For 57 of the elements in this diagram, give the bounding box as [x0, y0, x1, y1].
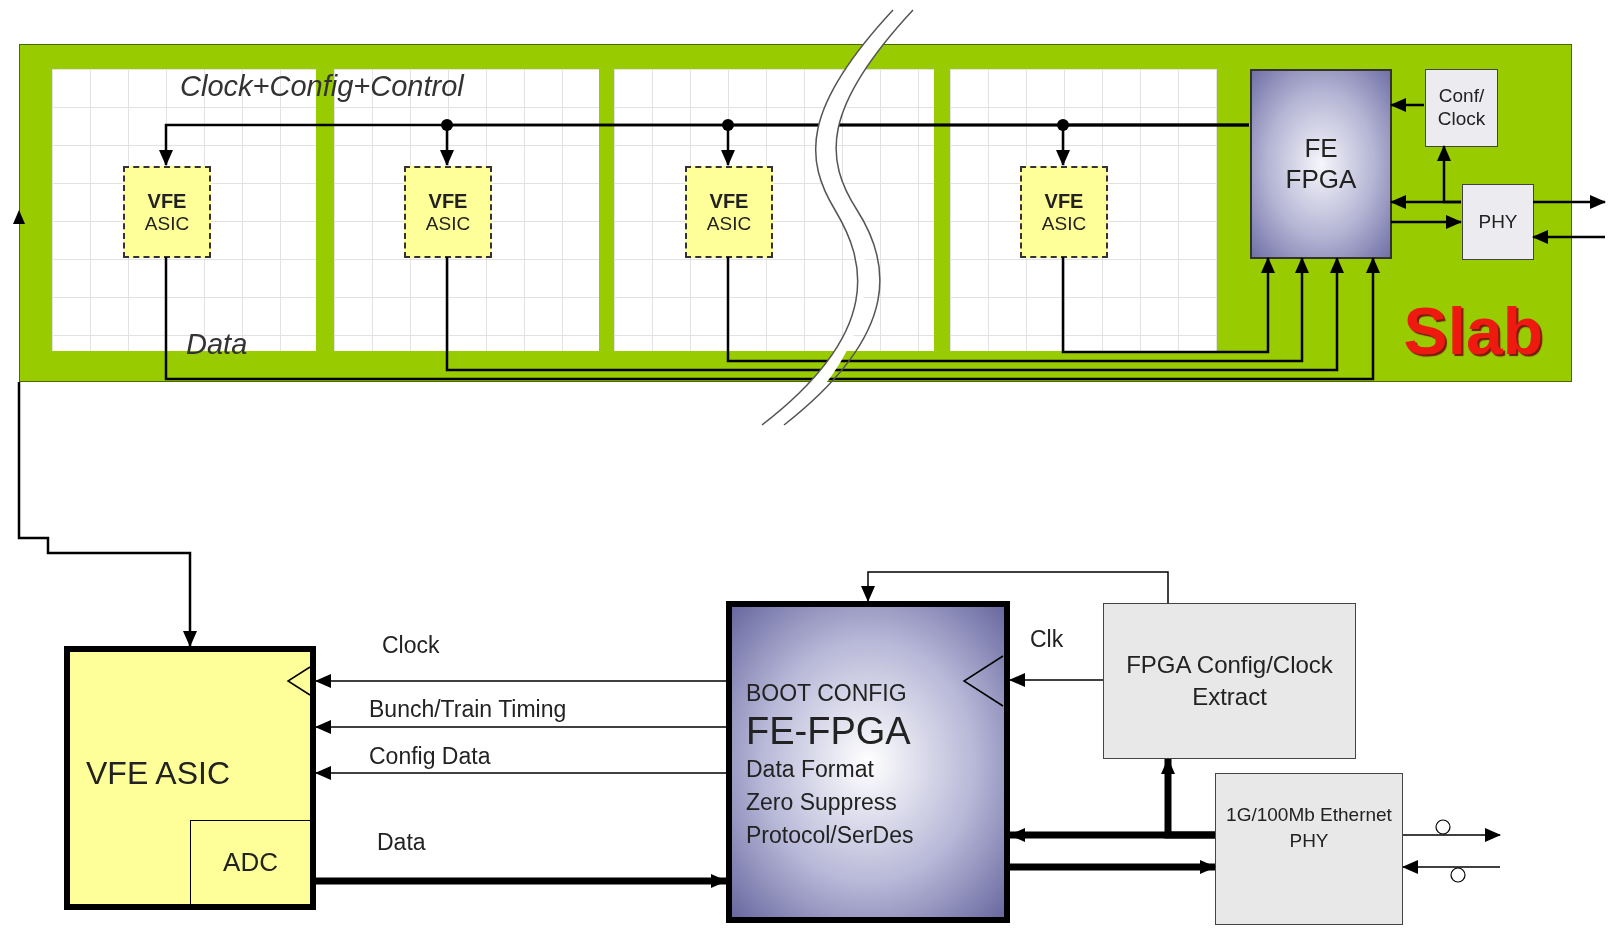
arrow [1161, 758, 1215, 839]
node-label: Conf/ Clock [1436, 85, 1487, 131]
arrow [1391, 215, 1462, 229]
node-label: BOOT CONFIG [746, 679, 907, 708]
arrow [1402, 860, 1501, 874]
arrow [1402, 828, 1501, 842]
node-label: FE [1304, 132, 1338, 164]
arrow [1061, 257, 1275, 354]
node-label: Slab [1403, 292, 1543, 370]
node-label: FPGA Config/Clock Extract [1125, 649, 1334, 712]
node-label: ADC [223, 846, 278, 879]
node-label: Zero Suppress [746, 788, 897, 817]
slab-board [19, 44, 1572, 382]
arrow [1009, 673, 1104, 687]
node-label: PHY [1478, 210, 1518, 234]
node-label: VFE [1044, 188, 1084, 213]
arrow [1533, 195, 1606, 209]
arrow [164, 257, 1380, 381]
node-label: FE-FPGA [746, 709, 911, 754]
arrow [1390, 98, 1424, 112]
asic-chip [685, 166, 773, 258]
node-label: Data Format [746, 755, 874, 785]
node-label: FPGA [1285, 164, 1357, 196]
node-label: VFE ASIC [86, 753, 232, 793]
arrow [17, 382, 197, 647]
fpga-chip [1250, 69, 1392, 259]
asic-chip [1020, 166, 1108, 258]
node-label: ASIC [144, 212, 190, 236]
arrow [1010, 860, 1216, 874]
node-label: VFE [147, 188, 187, 213]
arrow [1056, 123, 1249, 166]
config-block [1103, 603, 1356, 759]
node-label: Protocol/SerDes [746, 820, 914, 850]
arrow [315, 766, 727, 780]
arrow [315, 674, 727, 688]
node-label: VFE [428, 188, 468, 213]
arrow [861, 571, 1169, 604]
node-label: 1G/100Mb Ethernet PHY [1225, 803, 1393, 853]
asic-chip [123, 166, 211, 258]
node-label: ASIC [425, 212, 471, 236]
fpga-block [726, 601, 1010, 923]
arrow [726, 257, 1309, 363]
node-label: ASIC [706, 212, 752, 236]
arrow [1532, 230, 1605, 244]
node-label: VFE [709, 188, 749, 213]
arrow [315, 720, 727, 734]
phy-block [1462, 184, 1534, 260]
config-block [1425, 69, 1498, 147]
phy-block [1215, 773, 1403, 925]
adc-block [190, 820, 310, 904]
edge-label: Config Data [367, 743, 493, 770]
arrow [445, 257, 1344, 372]
asic-chip [404, 166, 492, 258]
arrow [316, 874, 727, 888]
asic-block [64, 646, 316, 910]
arrow [1437, 145, 1461, 204]
node-label: ASIC [1041, 212, 1087, 236]
